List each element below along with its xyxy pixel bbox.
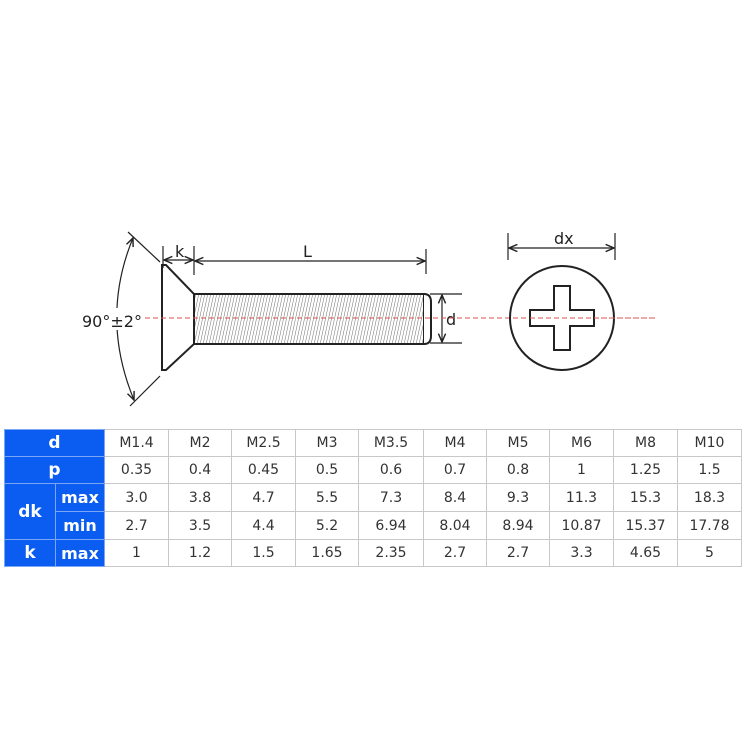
value-cell: 1 xyxy=(549,456,614,484)
value-cell: M2 xyxy=(168,429,232,457)
k-label: k xyxy=(175,242,185,261)
param-header: dk xyxy=(4,483,56,540)
value-cell: 3.8 xyxy=(168,483,232,512)
value-cell: 17.78 xyxy=(677,511,742,540)
value-cell: 0.6 xyxy=(358,456,424,484)
value-cell: 10.87 xyxy=(549,511,614,540)
value-cell: 3.3 xyxy=(549,539,614,567)
param-header: p xyxy=(4,456,105,484)
value-cell: M3.5 xyxy=(358,429,424,457)
value-cell: M5 xyxy=(486,429,550,457)
value-cell: 8.04 xyxy=(423,511,487,540)
value-cell: 1.65 xyxy=(295,539,359,567)
value-cell: 3.0 xyxy=(104,483,169,512)
sub-header: max xyxy=(55,539,105,567)
value-cell: 9.3 xyxy=(486,483,550,512)
param-header: d xyxy=(4,429,105,457)
sub-header: max xyxy=(55,483,105,512)
length-dimensions: k L xyxy=(162,242,427,275)
value-cell: 0.45 xyxy=(231,456,296,484)
screw-top-view: dx xyxy=(507,229,656,371)
value-cell: M2.5 xyxy=(231,429,296,457)
value-cell: 5.2 xyxy=(295,511,359,540)
param-header: k xyxy=(4,539,56,567)
value-cell: 0.35 xyxy=(104,456,169,484)
value-cell: 4.65 xyxy=(613,539,678,567)
value-cell: M6 xyxy=(549,429,614,457)
value-cell: 8.4 xyxy=(423,483,487,512)
value-cell: 4.4 xyxy=(231,511,296,540)
value-cell: M4 xyxy=(423,429,487,457)
value-cell: 0.8 xyxy=(486,456,550,484)
value-cell: 1.25 xyxy=(613,456,678,484)
value-cell: 0.4 xyxy=(168,456,232,484)
value-cell: 5 xyxy=(677,539,742,567)
value-cell: 18.3 xyxy=(677,483,742,512)
screw-side-view xyxy=(161,264,432,371)
value-cell: 3.5 xyxy=(168,511,232,540)
value-cell: 15.37 xyxy=(613,511,678,540)
value-cell: 0.5 xyxy=(295,456,359,484)
dx-label: dx xyxy=(554,229,574,248)
value-cell: 2.7 xyxy=(486,539,550,567)
d-label: d xyxy=(446,310,456,329)
value-cell: 7.3 xyxy=(358,483,424,512)
value-cell: 15.3 xyxy=(613,483,678,512)
value-cell: M10 xyxy=(677,429,742,457)
value-cell: 2.7 xyxy=(104,511,169,540)
value-cell: 4.7 xyxy=(231,483,296,512)
sub-header: min xyxy=(55,511,105,540)
value-cell: M8 xyxy=(613,429,678,457)
value-cell: 1 xyxy=(104,539,169,567)
angle-dimension: 90°±2° xyxy=(80,231,161,407)
L-label: L xyxy=(303,242,312,261)
screw-shank xyxy=(193,293,425,345)
value-cell: 0.7 xyxy=(423,456,487,484)
value-cell: 1.5 xyxy=(231,539,296,567)
value-cell: 11.3 xyxy=(549,483,614,512)
value-cell: 2.35 xyxy=(358,539,424,567)
value-cell: 2.7 xyxy=(423,539,487,567)
value-cell: 5.5 xyxy=(295,483,359,512)
value-cell: 1.2 xyxy=(168,539,232,567)
value-cell: 6.94 xyxy=(358,511,424,540)
screw-technical-drawing: 90°±2° k L d dx xyxy=(80,229,656,407)
value-cell: 8.94 xyxy=(486,511,550,540)
value-cell: M3 xyxy=(295,429,359,457)
value-cell: M1.4 xyxy=(104,429,169,457)
angle-label: 90°±2° xyxy=(82,312,142,331)
value-cell: 1.5 xyxy=(677,456,742,484)
